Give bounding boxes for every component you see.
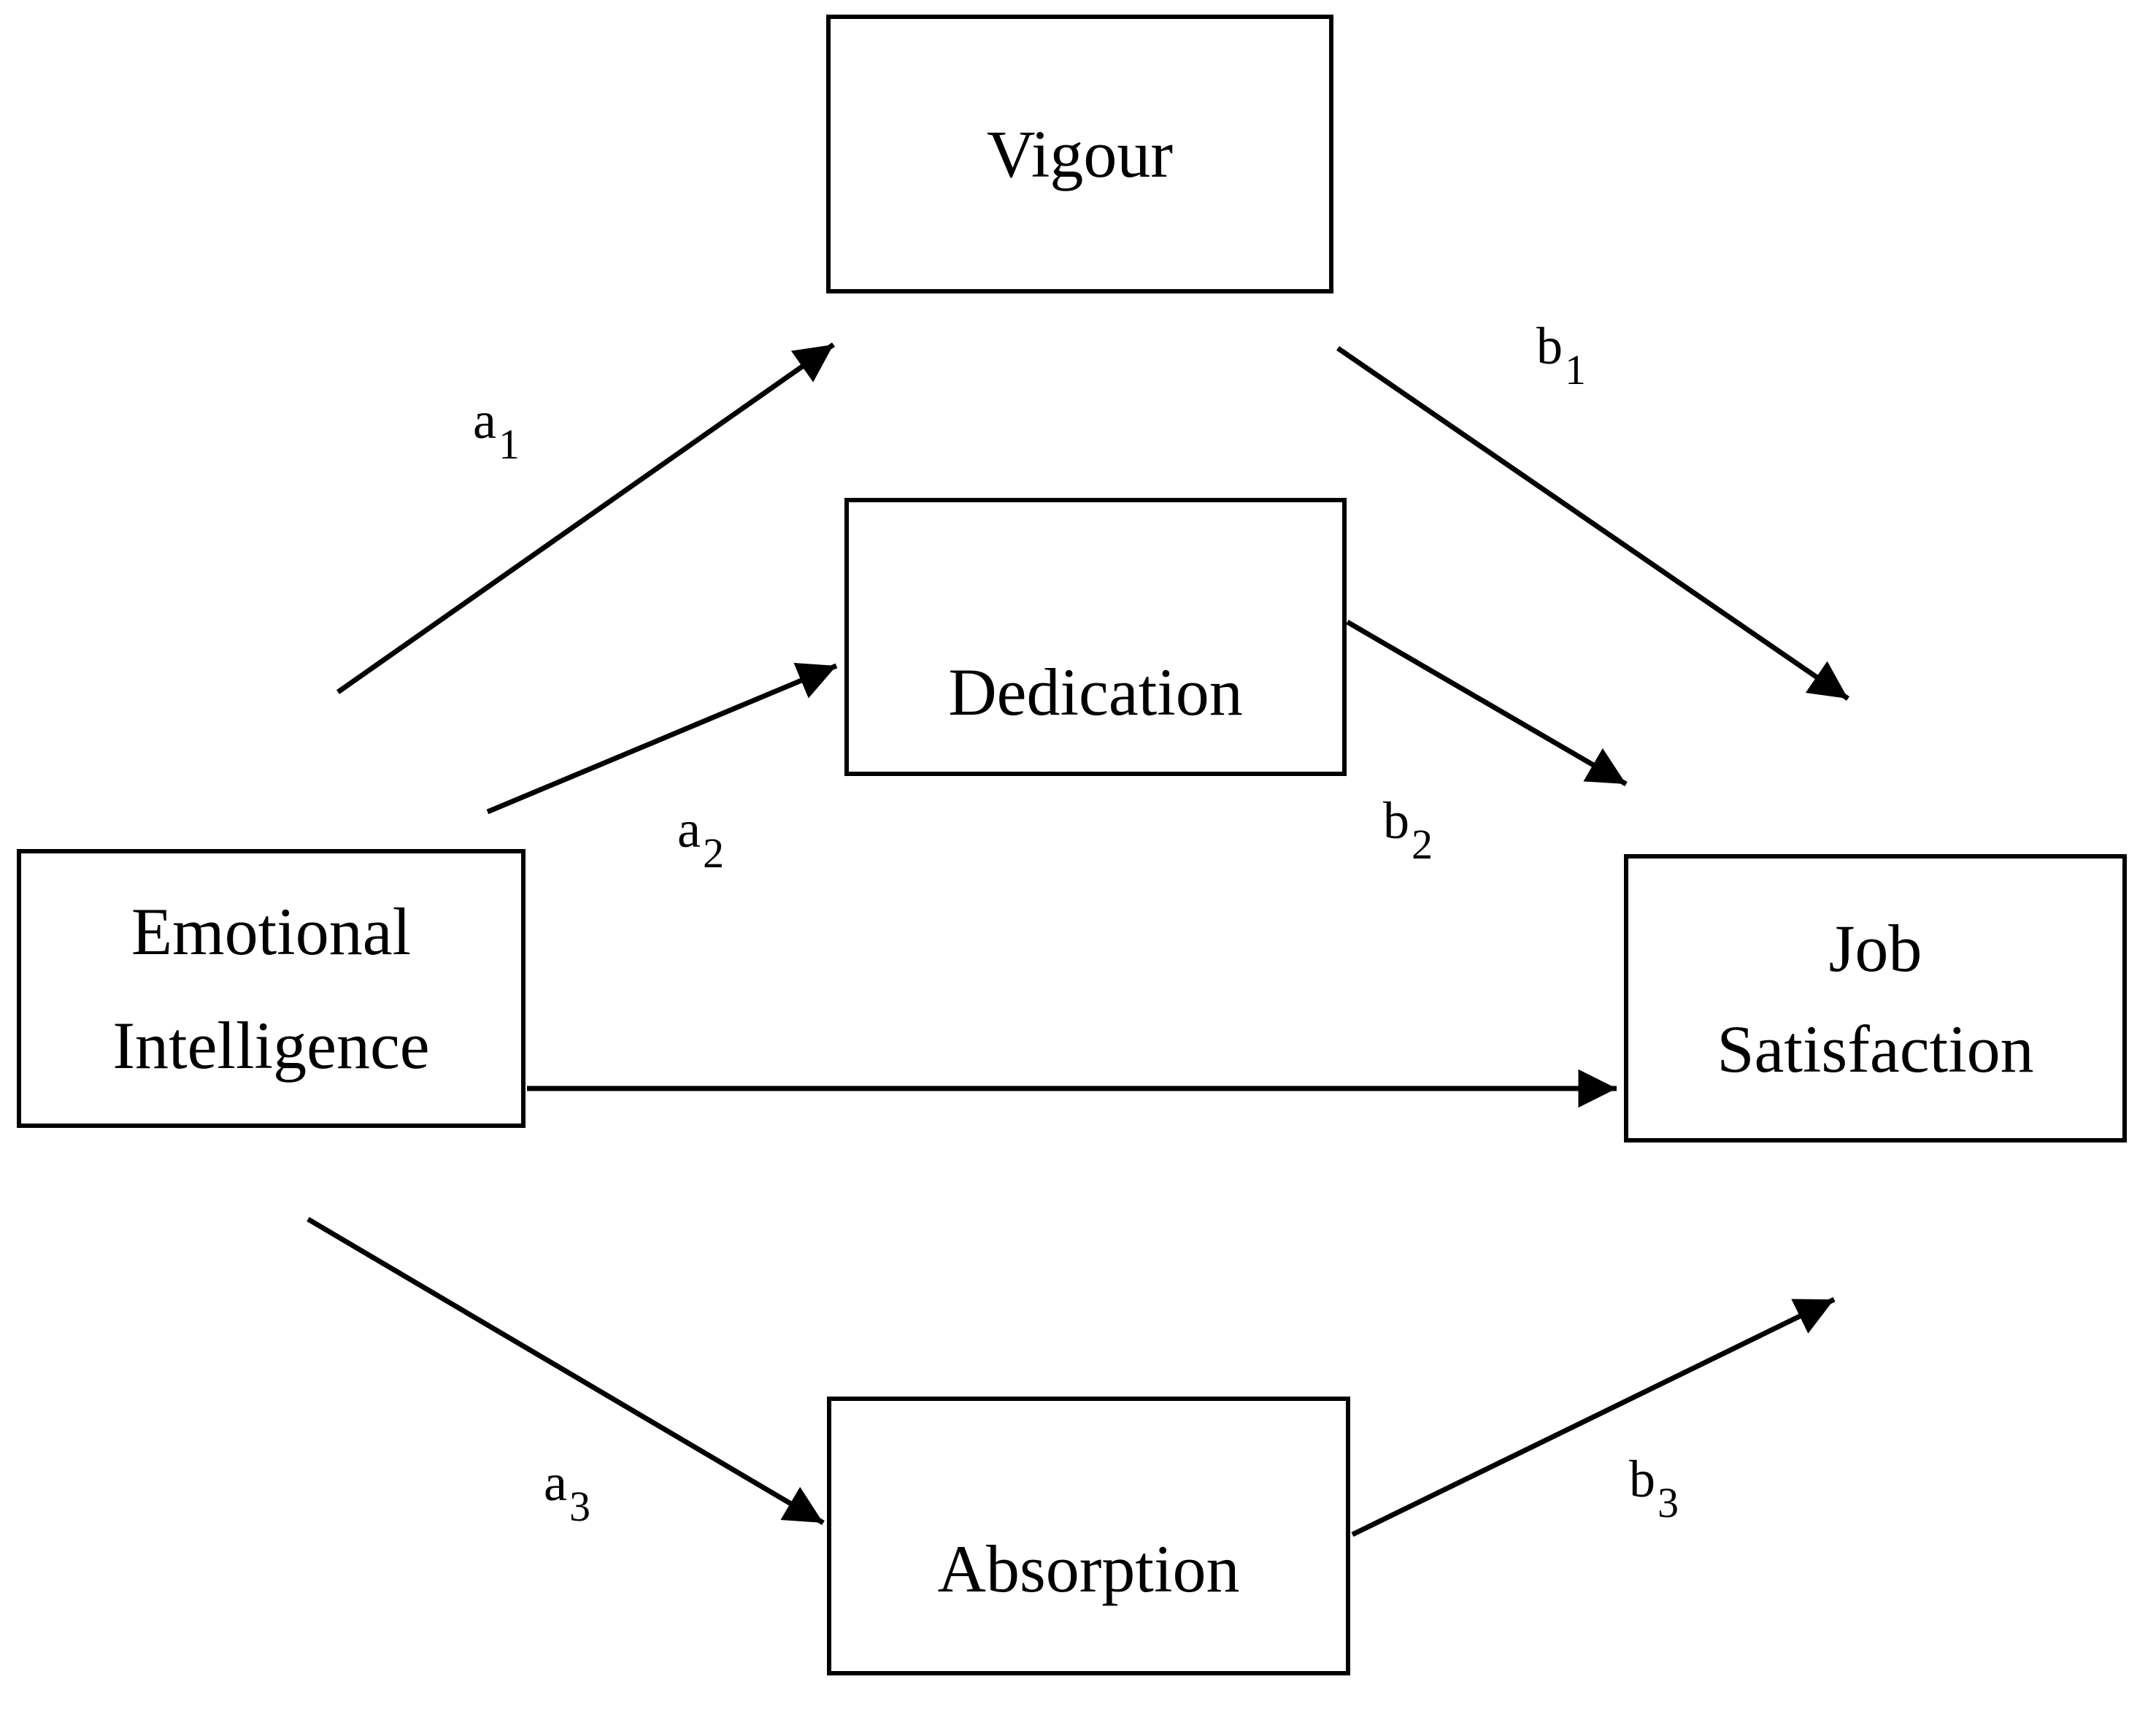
- path-label-a3: a3: [544, 1453, 590, 1528]
- arrow-b2: [1346, 619, 1628, 787]
- path-label-b3: b3: [1629, 1450, 1679, 1524]
- node-emotional-intelligence-label-line1: Emotional: [131, 894, 412, 969]
- node-absorption-label: Absorption: [937, 1532, 1240, 1606]
- path-label-a2-sub: 2: [702, 829, 724, 877]
- path-label-a3-sub: 3: [569, 1483, 590, 1530]
- node-vigour-label: Vigour: [986, 117, 1174, 191]
- arrow-b1: [1336, 346, 1849, 701]
- node-emotional-intelligence: Emotional Intelligence: [17, 849, 525, 1128]
- node-emotional-intelligence-label-line2: Intelligence: [112, 1008, 430, 1083]
- path-label-a2: a2: [677, 800, 724, 875]
- path-label-b3-sub: 3: [1658, 1479, 1679, 1526]
- arrow-a3: [307, 1216, 825, 1526]
- arrow-a2: [486, 663, 838, 815]
- path-label-a1-sub: 1: [498, 420, 520, 468]
- path-label-b1: b1: [1536, 317, 1586, 391]
- path-label-b1-main: b: [1536, 317, 1563, 375]
- path-label-b3-main: b: [1629, 1450, 1655, 1508]
- path-label-b2-sub: 2: [1412, 821, 1433, 868]
- path-label-b2: b2: [1383, 791, 1433, 866]
- node-job-satisfaction-label-line1: Job: [1828, 910, 1922, 986]
- node-dedication: Dedication: [844, 498, 1347, 776]
- arrow-b3: [1351, 1297, 1836, 1537]
- node-dedication-label: Dedication: [948, 654, 1243, 729]
- path-label-a1-main: a: [473, 391, 496, 450]
- path-label-a1: a1: [473, 391, 520, 466]
- path-label-a2-main: a: [677, 800, 701, 859]
- node-job-satisfaction-label-line2: Satisfaction: [1717, 1011, 2034, 1086]
- node-vigour: Vigour: [826, 15, 1333, 293]
- path-label-b1-sub: 1: [1565, 346, 1586, 393]
- arrow-a1: [336, 342, 836, 694]
- path-label-b2-main: b: [1383, 791, 1409, 850]
- node-absorption: Absorption: [827, 1397, 1350, 1675]
- node-job-satisfaction: Job Satisfaction: [1624, 854, 2127, 1142]
- path-label-a3-main: a: [544, 1453, 567, 1512]
